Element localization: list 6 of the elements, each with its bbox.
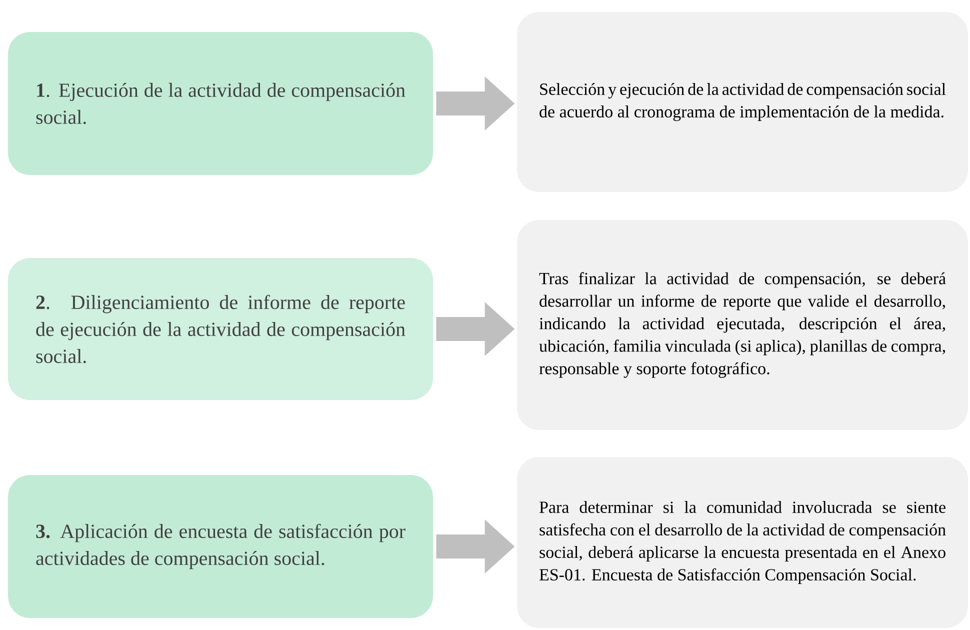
step-box: 3. Aplicación de encuesta de satisfacción por actividades de compensación social. xyxy=(8,475,433,618)
step-box: 2. Diligenciamiento de informe de reporte de ejecución de la actividad de compensación social. xyxy=(8,258,433,400)
description-box: Tras finalizar la actividad de compensación, se deberá desarrollar un informe de reporte que valide el desarrollo, indicando la actividad ejecutada, descripción el área, ubicación, familia vinculada (si aplica), planillas de compra, responsable y soporte fotográfico. xyxy=(517,220,968,430)
description-box: Selección y ejecución de la actividad de compensación social de acuerdo al cronograma de implementación de la medida. xyxy=(517,12,968,192)
description-box: Para determinar si la comunidad involucrada se siente satisfecha con el desarrollo de la actividad de compensación social, deberá aplicarse la encuesta presentada en el Anexo ES-01. Encuesta de Satisfacción Compensación Social. xyxy=(517,457,968,628)
step-box: 1. Ejecución de la actividad de compensación social. xyxy=(8,32,433,175)
